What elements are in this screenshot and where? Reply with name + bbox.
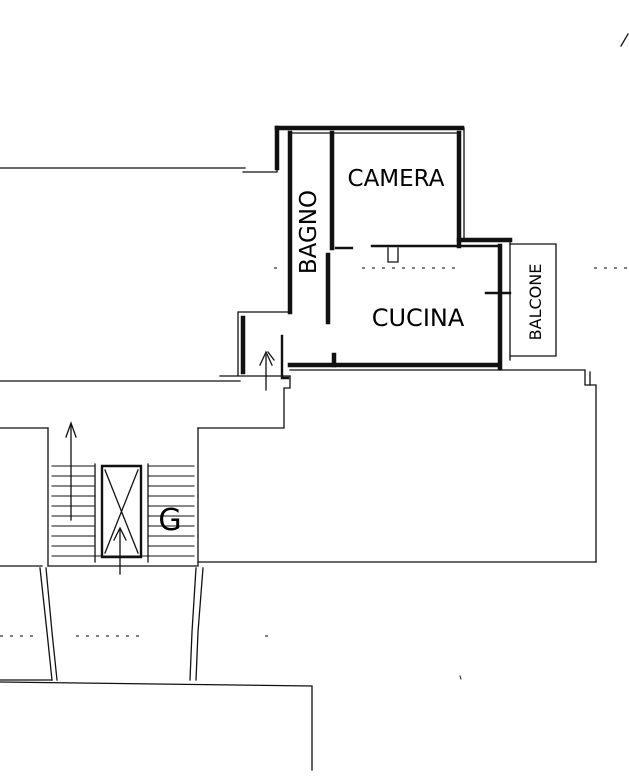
stair-mark: G	[158, 503, 181, 538]
building-outline	[0, 167, 597, 771]
room-label-balcone: BALCONE	[526, 264, 545, 341]
room-label-bagno: BAGNO	[296, 190, 322, 274]
room-label-cucina: CUCINA	[372, 304, 465, 332]
apartment-outline	[237, 125, 557, 391]
corner-mark	[620, 33, 629, 47]
dashed-lines	[0, 267, 628, 680]
staircase	[51, 421, 195, 575]
room-label-camera: CAMERA	[348, 166, 445, 192]
